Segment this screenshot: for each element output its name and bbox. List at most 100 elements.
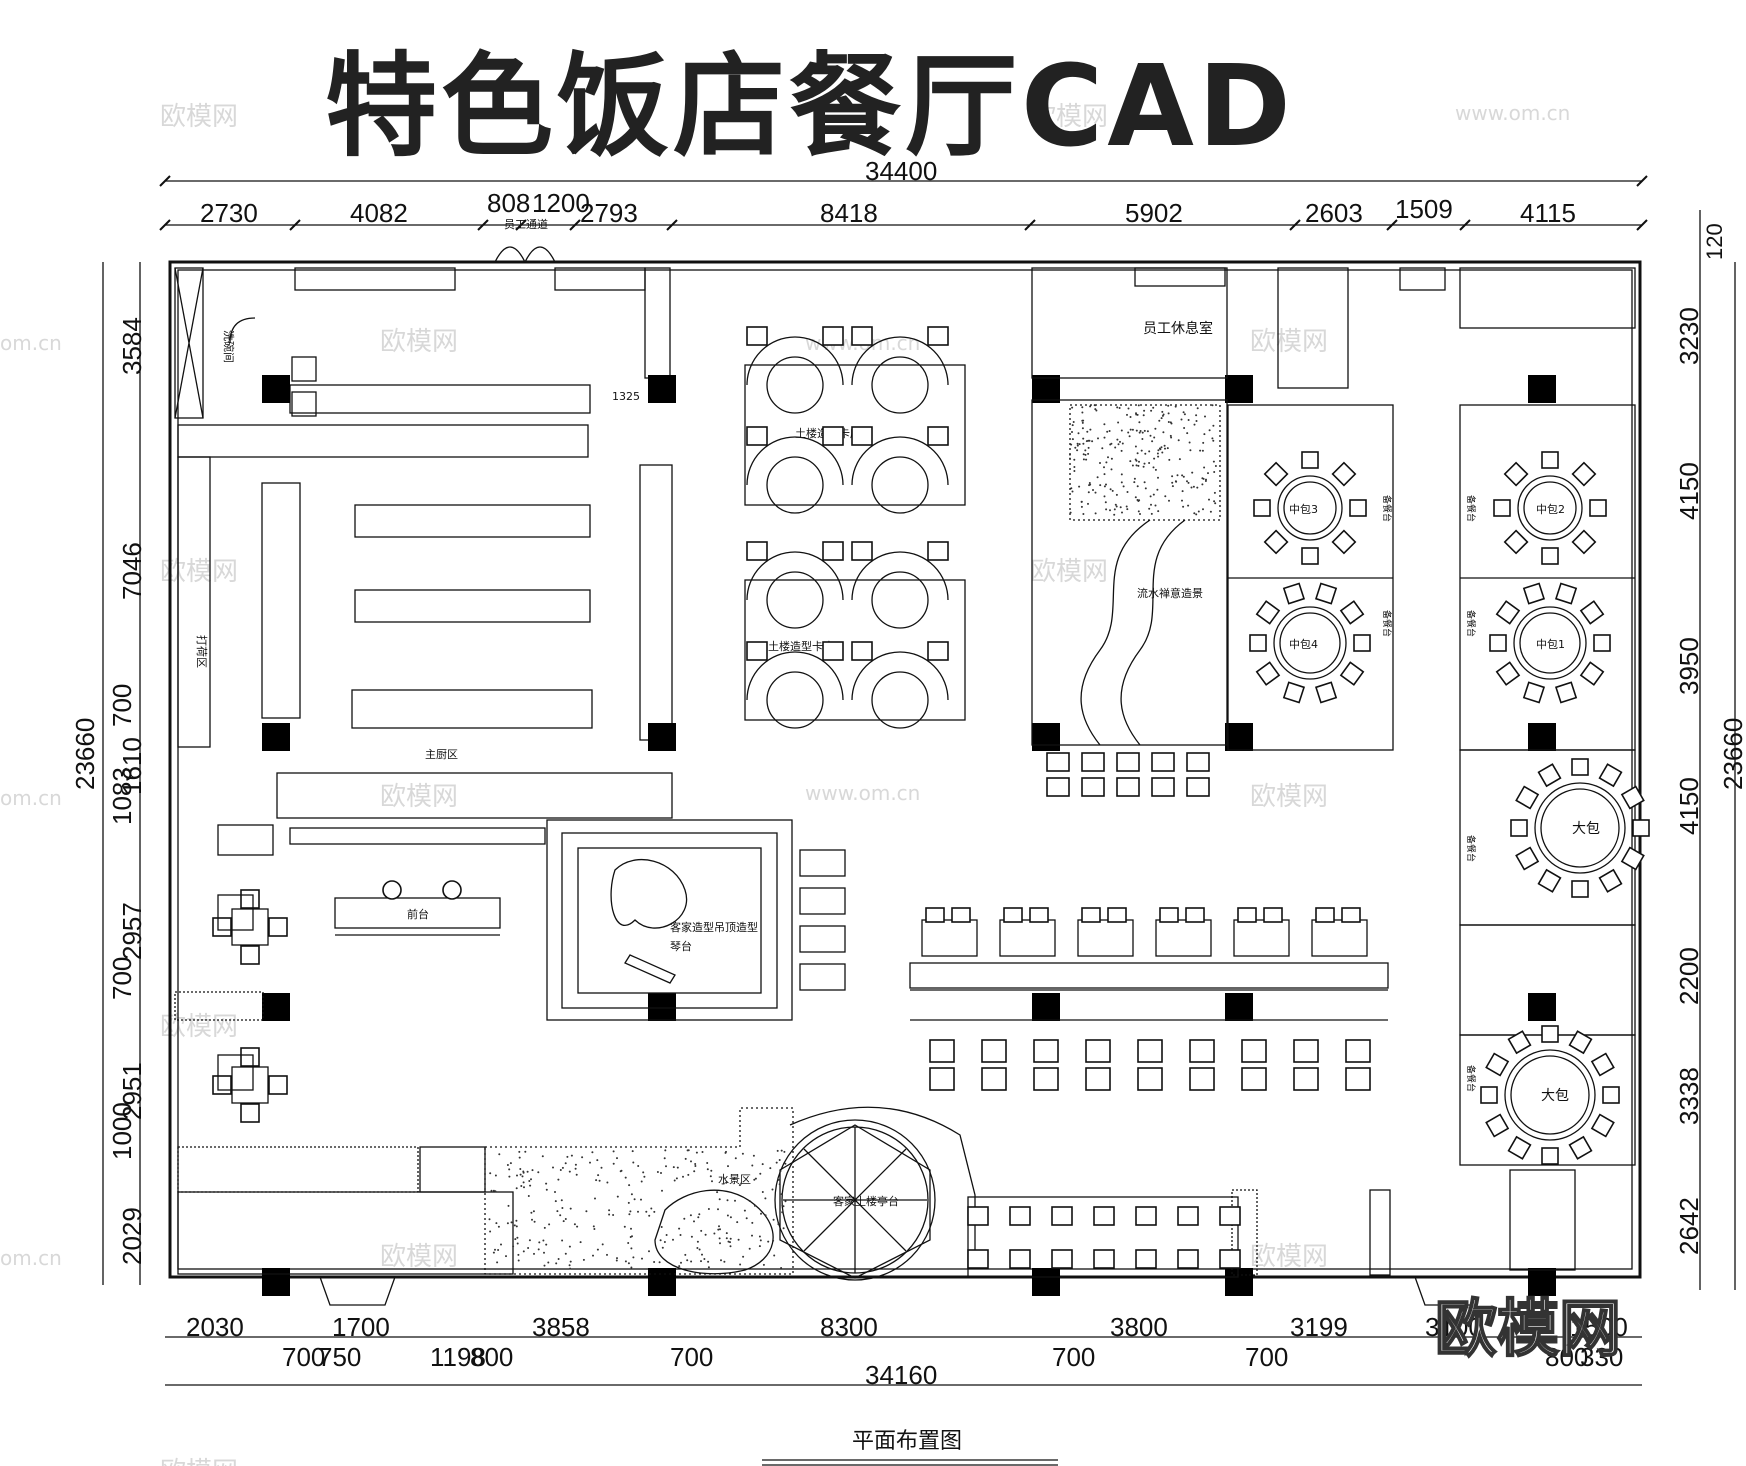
gravel-dot xyxy=(1195,513,1198,516)
sideboard-label: 备餐台 xyxy=(1465,610,1477,637)
gravel-dot xyxy=(630,1247,633,1250)
gravel-dot xyxy=(514,1238,517,1241)
gravel-dot xyxy=(1133,481,1136,484)
gravel-dot xyxy=(516,1236,519,1239)
dimension-left: 23660 3584 7046 700 1610 1083 2957 700 2… xyxy=(70,262,147,1285)
gravel-dot xyxy=(1081,406,1084,409)
planting-dots xyxy=(488,404,1217,1270)
gravel-dot xyxy=(1081,411,1084,414)
gravel-dot xyxy=(542,1239,545,1242)
gravel-dot xyxy=(1151,440,1154,443)
sideboard-label: 备餐台 xyxy=(1381,610,1393,637)
chair xyxy=(1051,1249,1073,1269)
gravel-dot xyxy=(506,1222,509,1225)
gravel-dot xyxy=(1085,440,1088,443)
gravel-dot xyxy=(1203,433,1206,436)
gravel-dot xyxy=(661,1246,664,1249)
gravel-dot xyxy=(1091,440,1094,443)
chair xyxy=(1003,907,1023,923)
dim-right: 3338 xyxy=(1674,1067,1704,1125)
chair xyxy=(981,1067,1007,1091)
dim-top: 8418 xyxy=(820,198,878,228)
chair xyxy=(1029,907,1049,923)
gravel-dot xyxy=(1202,441,1205,444)
gravel-dot xyxy=(1117,443,1120,446)
chair xyxy=(1081,752,1105,772)
gravel-dot xyxy=(1108,430,1111,432)
gravel-dot xyxy=(1161,410,1164,413)
gravel-dot xyxy=(713,1232,716,1235)
gravel-dot xyxy=(1135,413,1138,416)
gravel-dot xyxy=(523,1186,525,1189)
sideboard-label: 备餐台 xyxy=(1465,1065,1477,1092)
chair xyxy=(1493,499,1511,517)
gravel-dot xyxy=(519,1168,522,1170)
gravel-dot xyxy=(1143,481,1146,484)
booth-chair xyxy=(746,326,768,346)
banquette-area xyxy=(909,962,1389,1021)
gravel-dot xyxy=(548,1223,551,1226)
gravel-dot xyxy=(576,1225,579,1228)
dim-right: 3230 xyxy=(1674,307,1704,365)
booth-chair xyxy=(927,541,949,561)
gravel-dot xyxy=(629,1210,632,1213)
gravel-dot xyxy=(1137,464,1140,467)
gravel-dot xyxy=(672,1166,675,1169)
watermark-layer: 欧模网 欧模网 www.om.cn 欧模网 www.om.cn 欧模网 om.c… xyxy=(0,101,1570,1466)
gravel-dot xyxy=(1189,449,1192,452)
gravel-dot xyxy=(1069,457,1071,460)
gravel-dot xyxy=(1150,512,1153,515)
dim-left: 7046 xyxy=(117,542,147,600)
gravel-dot xyxy=(623,1225,626,1228)
round-table-inner xyxy=(1540,788,1620,868)
gravel-dot xyxy=(1187,504,1190,507)
gravel-dot xyxy=(600,1166,603,1169)
gravel-dot xyxy=(761,1191,764,1193)
chair xyxy=(1151,752,1175,772)
gravel-dot xyxy=(742,1255,745,1258)
gravel-dot xyxy=(1127,431,1130,434)
gravel-dot xyxy=(1157,455,1160,458)
chair xyxy=(1537,763,1562,788)
chair xyxy=(1541,1147,1559,1165)
booth-table xyxy=(871,356,929,414)
gravel-dot xyxy=(1204,415,1206,418)
chair xyxy=(1255,600,1281,625)
booth-seat xyxy=(851,651,949,701)
gravel-dot xyxy=(1141,438,1144,440)
gravel-dot xyxy=(1081,419,1084,422)
gravel-dot xyxy=(1195,414,1198,417)
gravel-dot xyxy=(726,1199,729,1202)
gravel-dot xyxy=(515,1187,518,1190)
chair xyxy=(1159,907,1179,923)
watermark: 欧模网 xyxy=(1030,557,1108,587)
gravel-dot xyxy=(1104,501,1107,504)
booth-chair xyxy=(822,326,844,346)
gravel-dot xyxy=(748,1200,751,1202)
gravel-dot xyxy=(1149,495,1152,498)
gravel-dot xyxy=(781,1211,784,1214)
gravel-dot xyxy=(696,1240,699,1243)
gravel-dot xyxy=(1204,480,1207,482)
gravel-dot xyxy=(1152,466,1155,469)
chair xyxy=(268,917,288,937)
banquette-table xyxy=(1077,919,1134,957)
gravel-dot xyxy=(1109,509,1111,512)
gravel-dot xyxy=(678,1265,681,1268)
gravel-dot xyxy=(545,1182,548,1185)
chair xyxy=(1590,1052,1615,1077)
gravel-dot xyxy=(701,1253,703,1256)
gravel-dot xyxy=(1142,414,1145,417)
dimension-right: 120 3230 4150 3950 4150 2200 3338 2642 2… xyxy=(1674,210,1746,1290)
booth-table xyxy=(766,356,824,414)
dim-left: 3584 xyxy=(117,317,147,375)
gravel-dot xyxy=(632,1256,635,1259)
gravel-dot xyxy=(694,1165,697,1167)
gravel-dot xyxy=(1122,485,1125,488)
gravel-dot xyxy=(1167,421,1170,423)
gravel-dot xyxy=(718,1198,721,1201)
square-tables xyxy=(212,752,1371,1123)
gravel-dot xyxy=(627,1262,630,1265)
gravel-dot xyxy=(543,1264,546,1267)
gravel-dot xyxy=(568,1264,571,1267)
